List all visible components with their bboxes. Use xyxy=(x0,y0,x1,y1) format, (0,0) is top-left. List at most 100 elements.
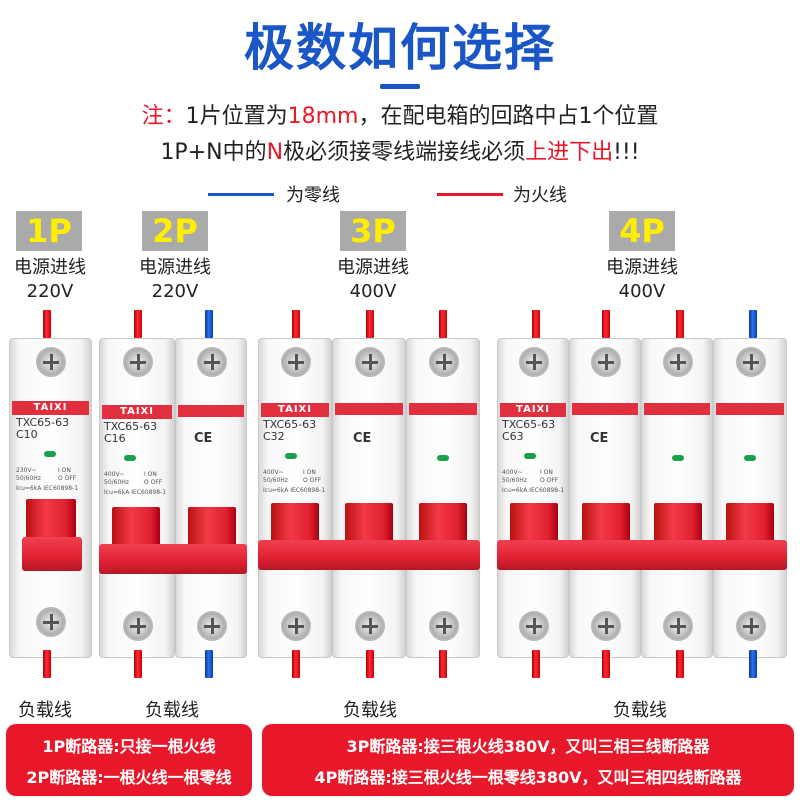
terminal-screw-icon xyxy=(591,347,621,377)
rating-code: C32 xyxy=(263,430,285,443)
supply-text: 电源进线 xyxy=(337,257,409,278)
off-marking: O OFF xyxy=(303,477,322,484)
load-label-1p: 负载线 xyxy=(18,700,72,721)
status-indicator-icon xyxy=(672,455,684,461)
supply-voltage: 220V xyxy=(26,281,74,302)
status-indicator-icon xyxy=(744,455,756,461)
rating-code: C16 xyxy=(104,432,126,445)
red-band xyxy=(572,403,638,415)
terminal-screw-icon xyxy=(355,347,385,377)
on-marking: I ON xyxy=(58,467,71,474)
terminal-screw-icon xyxy=(36,607,66,637)
terminal-screw-icon xyxy=(281,347,311,377)
neutral-wire-top xyxy=(749,310,757,338)
toggle-handle[interactable] xyxy=(22,537,82,571)
live-wire-bottom xyxy=(292,650,300,678)
live-wire-bottom xyxy=(676,650,684,678)
off-marking: O OFF xyxy=(540,477,559,484)
summary-box-1p-2p: 1P断路器:只接一根火线 2P断路器:一根火线一根零线 xyxy=(6,724,252,796)
note-line-1: 注：1片位置为18mm，在配电箱的回路中占1个位置 xyxy=(0,98,800,130)
rating-code: C63 xyxy=(502,430,524,443)
supply-label-2p: 电源进线 220V xyxy=(123,256,227,304)
terminal-screw-icon xyxy=(736,347,766,377)
spec-standard: Icu=6kA IEC60898-1 xyxy=(16,485,79,492)
toggle-lever[interactable] xyxy=(726,503,774,543)
red-band xyxy=(716,403,784,415)
toggle-lever[interactable] xyxy=(654,503,702,543)
load-label-3p: 负载线 xyxy=(343,700,397,721)
neutral-wire-top xyxy=(205,310,213,338)
terminal-screw-icon xyxy=(429,347,459,377)
toggle-lever[interactable] xyxy=(510,503,558,543)
breaker-1p: TAIXI TXC65-63 C10 230V~ 50/60Hz I ON O … xyxy=(9,338,92,658)
spec-frequency: 50/60Hz xyxy=(502,477,527,484)
model-number: TXC65-63 xyxy=(104,420,158,433)
breaker-3p-pole-1: TAIXI TXC65-63 C32 400V~ 50/60Hz I ON O … xyxy=(258,338,332,658)
terminal-screw-icon xyxy=(591,611,621,641)
breaker-4p-pole-3 xyxy=(641,338,713,658)
live-wire-bottom xyxy=(134,650,142,678)
title-underline xyxy=(380,84,420,89)
spec-voltage: 230V~ xyxy=(16,467,37,474)
spec-standard: Icu=6kA IEC60898-1 xyxy=(104,489,167,496)
supply-label-4p: 电源进线 400V xyxy=(590,256,694,304)
status-indicator-icon xyxy=(524,453,536,459)
terminal-screw-icon xyxy=(663,347,693,377)
toggle-lever[interactable] xyxy=(271,503,319,543)
pole-badge-4p: 4P xyxy=(609,211,675,251)
status-indicator-icon xyxy=(44,451,56,457)
neutral-wire-bottom xyxy=(205,650,213,678)
supply-voltage: 400V xyxy=(618,281,666,302)
live-wire-top xyxy=(532,310,540,338)
breaker-4p-pole-4 xyxy=(713,338,787,658)
supply-label-1p: 电源进线 220V xyxy=(0,256,100,304)
on-marking: I ON xyxy=(540,469,553,476)
summary-box-3p-4p: 3P断路器:接三根火线380V，又叫三相三线断路器 4P断路器:接三根火线一根零… xyxy=(262,724,794,796)
status-indicator-icon xyxy=(124,455,136,461)
supply-voltage: 220V xyxy=(151,281,199,302)
summary-2p: 2P断路器:一根火线一根零线 xyxy=(26,768,232,787)
live-wire-bottom xyxy=(439,650,447,678)
load-label-4p: 负载线 xyxy=(613,700,667,721)
supply-voltage: 400V xyxy=(349,281,397,302)
spec-voltage: 400V~ xyxy=(263,469,284,476)
live-wire-bottom xyxy=(602,650,610,678)
breaker-4p-pole-1: TAIXI TXC65-63 C63 400V~ 50/60Hz I ON O … xyxy=(497,338,569,658)
toggle-lever[interactable] xyxy=(26,499,76,539)
toggle-lever[interactable] xyxy=(112,507,160,547)
spec-voltage: 400V~ xyxy=(502,469,523,476)
live-wire-top xyxy=(676,310,684,338)
terminal-screw-icon xyxy=(429,611,459,641)
toggle-lever[interactable] xyxy=(345,503,393,543)
tie-bar-handle[interactable] xyxy=(258,540,480,570)
red-band xyxy=(644,403,710,415)
note-text-d: 极必须接零线端接线必须 xyxy=(283,140,526,165)
note-text-c: 1P+N中的 xyxy=(160,140,267,165)
toggle-lever[interactable] xyxy=(582,503,630,543)
summary-4p: 4P断路器:接三根火线一根零线380V，又叫三相四线断路器 xyxy=(314,768,742,787)
neutral-wire-bottom xyxy=(749,650,757,678)
tie-bar-handle[interactable] xyxy=(99,544,247,574)
model-number: TXC65-63 xyxy=(263,418,317,431)
terminal-screw-icon xyxy=(197,611,227,641)
live-wire-bottom xyxy=(532,650,540,678)
brand-band: TAIXI xyxy=(12,401,89,415)
spec-standard: Icu=6kA IEC60898-1 xyxy=(263,487,326,494)
note-text-a: 1片位置为 xyxy=(185,104,288,129)
brand-band: TAIXI xyxy=(261,403,329,417)
live-wire-top xyxy=(602,310,610,338)
rating-code: C10 xyxy=(16,428,38,441)
tie-bar-handle[interactable] xyxy=(497,540,787,570)
toggle-lever[interactable] xyxy=(419,503,467,543)
supply-label-3p: 电源进线 400V xyxy=(321,256,425,304)
live-wire-bottom xyxy=(366,650,374,678)
brand-band: TAIXI xyxy=(500,403,566,417)
supply-text: 电源进线 xyxy=(14,257,86,278)
terminal-screw-icon xyxy=(281,611,311,641)
live-wire-top xyxy=(439,310,447,338)
load-label-2p: 负载线 xyxy=(145,700,199,721)
terminal-screw-icon xyxy=(197,347,227,377)
pole-badge-2p: 2P xyxy=(142,211,208,251)
spec-standard: Icu=6kA IEC60898-1 xyxy=(502,487,565,494)
toggle-lever[interactable] xyxy=(188,507,236,547)
